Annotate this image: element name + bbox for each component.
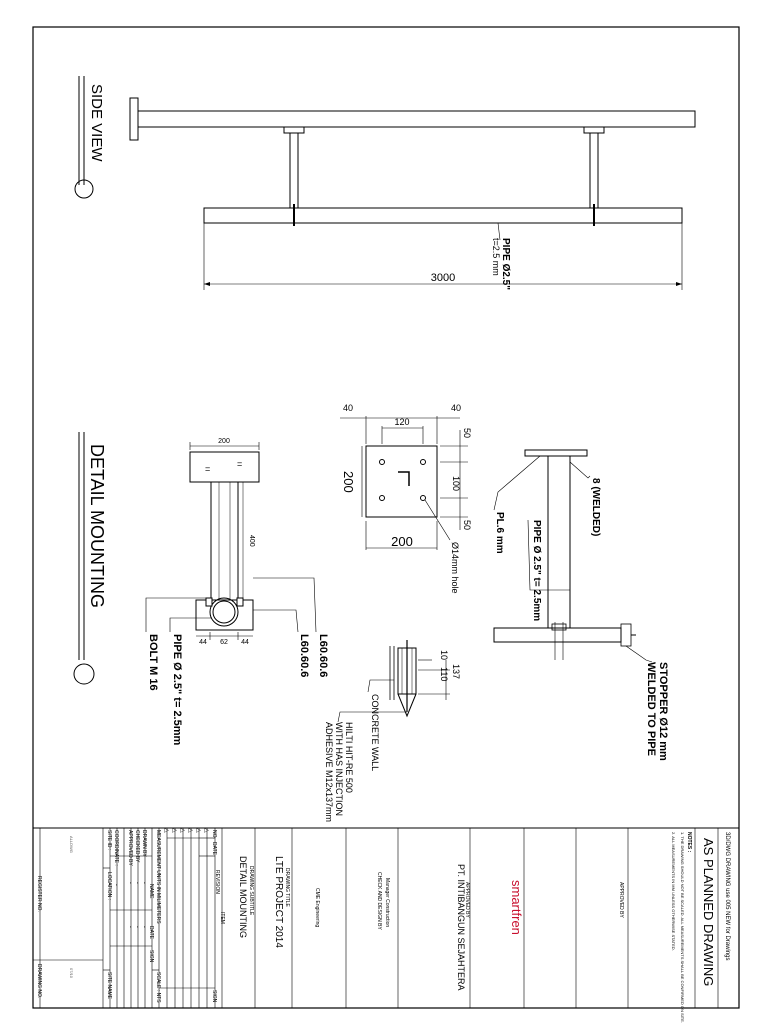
svg-text:△: △	[163, 828, 169, 833]
label-clamp-pipe: PIPE Ø 2.5" t= 2.5mm	[171, 634, 183, 746]
revision-col-item: ITEM	[219, 912, 225, 924]
svg-text:=: =	[237, 459, 242, 469]
notes-heading: NOTES :	[686, 832, 692, 853]
drawn-by: DRAWN BY	[141, 830, 147, 857]
approved-by-owner: APPROVED BY	[618, 882, 624, 919]
anchor-detail: 137 110 10 CONCRETE WALL HILTI HIT-RE 50…	[324, 640, 461, 822]
note-2: 2. ALL MEASUREMENTS IN MM UNLESS OTHERWI…	[671, 832, 676, 951]
dim-44-right: 44	[241, 639, 249, 646]
col-date2: DATE	[148, 926, 154, 940]
checked-by-date: -	[134, 926, 140, 928]
dim-50-bottom: 50	[462, 520, 472, 530]
dim-137: 137	[451, 664, 461, 679]
measurement-units: MEASUREMENT UNITS IN MILIMETERS	[155, 830, 161, 924]
dim-62: 62	[220, 639, 228, 646]
checked-by-name: -	[134, 882, 140, 884]
length-3000: 3000	[431, 272, 455, 284]
label-stopper-1: STOPPER Ø12 mm	[657, 662, 669, 761]
drawn-by-date: -	[141, 926, 147, 928]
svg-text:=: =	[205, 464, 210, 474]
col-name: NAME	[148, 884, 154, 899]
small-ref-2: 07/10	[69, 968, 74, 979]
location-label: LOCATION :	[106, 872, 112, 900]
side-view-drawing: PIPE Ø2.5" t=2.5 mm 3000	[129, 97, 696, 290]
clamp-detail: 200 = = 400 44 62 44 L60.60.6 L60.60.6 B…	[145, 438, 329, 746]
checked-by: CHECKED BY	[134, 830, 140, 863]
revision-col-date: DATE	[211, 842, 217, 856]
check-design-line: CHECK AND DESIGN BY	[376, 872, 382, 930]
drawn-by-name: -	[141, 882, 147, 884]
dim-120: 120	[394, 417, 409, 427]
anchor-spec-2: WITH HAS INJECTION	[334, 722, 344, 816]
dim-44-left: 44	[199, 639, 207, 646]
site-id-label: SITE ID :	[106, 830, 112, 850]
subtitle-label: DRAWING SUBTITLE	[248, 866, 254, 916]
coordinate-label: COORDINATE :	[113, 830, 119, 866]
revision-col-sign: SIGN	[211, 990, 217, 1003]
dim-100: 100	[451, 476, 461, 491]
title-block: 3D/DWG DRAWING use 005 NEW for Drawings …	[32, 827, 740, 1023]
coordinate-value: -	[113, 884, 119, 886]
dim-110: 110	[439, 667, 449, 681]
revision-col-no: NO.	[211, 830, 217, 839]
detail-mounting-label: DETAIL MOUNTING	[87, 444, 107, 608]
clamp-length-400: 400	[248, 535, 255, 547]
svg-text:△: △	[187, 828, 193, 833]
clamp-width-200: 200	[218, 438, 230, 445]
revision-label: REVISION	[214, 870, 220, 894]
dim-200-bottom: 200	[391, 534, 413, 549]
approved-by-name: -	[127, 882, 133, 884]
manager-line: Manager Construction	[384, 878, 390, 927]
approved-by-date: -	[127, 926, 133, 928]
svg-text:△: △	[195, 828, 201, 833]
approved-by: APPROVED BY	[127, 830, 133, 867]
as-planned-title: AS PLANNED DRAWING	[701, 838, 716, 986]
hole-label: Ø14mm hole	[450, 542, 460, 594]
dim-40-left: 40	[343, 403, 353, 413]
dim-200-side: 200	[341, 471, 356, 493]
col-sign2: SIGN	[148, 950, 154, 963]
label-concrete-wall: CONCRETE WALL	[370, 694, 380, 771]
approved-by-contractor: APPROVED BY	[464, 882, 470, 919]
anchor-spec-3: ADHESIVE M12x137mm	[324, 722, 334, 822]
detail-mounting-title: DETAIL MOUNTING	[73, 432, 107, 685]
drawing-no-label: DRAWING NO.	[36, 964, 42, 998]
small-ref-1: ALLDWG	[69, 836, 74, 853]
engineer-line: CME Engineering	[314, 888, 320, 927]
svg-text:△: △	[179, 828, 185, 833]
side-view-title: SIDE VIEW	[74, 76, 105, 199]
smartfren-logo: smartfren	[509, 880, 524, 935]
scale-label: SCALE : NTS	[155, 972, 161, 1003]
drawing-title-label: DRAWING TITLE	[284, 868, 290, 908]
label-pole-pipe: PIPE Ø 2.5" t= 2.5mm	[531, 520, 542, 621]
side-view-label: SIDE VIEW	[88, 84, 105, 162]
label-bolt-m16: BOLT M 16	[147, 634, 159, 691]
base-plate-detail: 40 120 40 50 100 50 200 200 Ø14mm hole	[340, 403, 472, 594]
project-name: LTE PROJECT 2014	[273, 856, 284, 948]
dim-50-top: 50	[462, 428, 472, 438]
label-l60-upper: L60.60.6	[317, 634, 329, 677]
svg-text:△: △	[171, 828, 177, 833]
site-name-label: SITE NAME	[106, 972, 112, 1000]
note-1: 1. THE DRAWING SHOULD NOT BE SCALED. ALL…	[680, 832, 685, 1023]
svg-text:△: △	[203, 828, 209, 833]
label-l60-lower: L60.60.6	[298, 634, 310, 677]
pipe-label-1: PIPE Ø2.5"	[500, 238, 511, 290]
label-weld-8: 8 (WELDED)	[590, 478, 601, 536]
label-plate: PL.6 mm	[494, 512, 505, 554]
pole-detail: 8 (WELDED) PIPE Ø 2.5" t= 2.5mm PL.6 mm …	[493, 449, 669, 761]
dim-40-right: 40	[451, 403, 461, 413]
site-id-value: -	[106, 884, 112, 886]
anchor-spec-1: HILTI HIT-RE 500	[344, 722, 354, 793]
subtitle-value: DETAIL MOUNTING	[238, 856, 248, 938]
pipe-label-2: t=2.5 mm	[491, 238, 501, 276]
register-no-label: REGISTER NO.	[36, 876, 42, 912]
dim-10: 10	[439, 650, 449, 660]
top-note: 3D/DWG DRAWING use 005 NEW for Drawings	[724, 832, 730, 960]
label-stopper-2: WELDED TO PIPE	[645, 662, 657, 756]
contractor-name: PT. INTIBANGUN SEJAHTERA	[456, 864, 466, 991]
